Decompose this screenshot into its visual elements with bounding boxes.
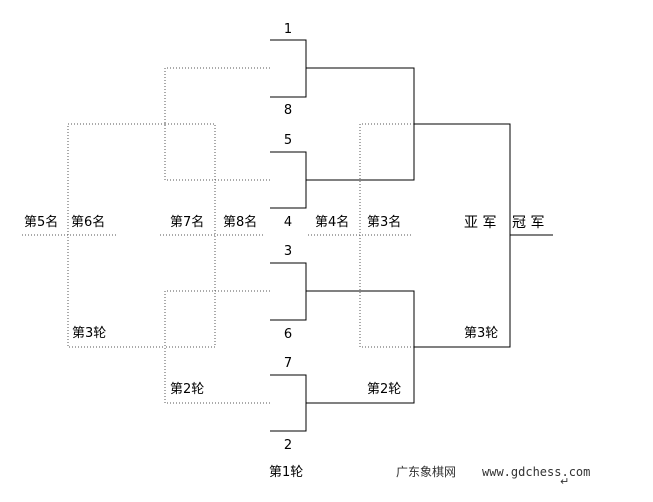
- label-6th-place: 第6名: [71, 215, 106, 230]
- winners-bracket-lines: [270, 39, 553, 432]
- seed-1: 1: [283, 22, 293, 37]
- final-line: [414, 123, 511, 348]
- consolation-bracket-lines: [22, 67, 414, 404]
- place-7-8-line: [165, 123, 216, 348]
- label-3rd-place: 第3名: [367, 215, 402, 230]
- seed-3: 3: [283, 244, 293, 259]
- label-round-1: 第1轮: [269, 465, 304, 480]
- label-round-3-right: 第3轮: [464, 326, 499, 341]
- watermark-site-name: 广东象棋网: [396, 465, 457, 479]
- seed-5: 5: [283, 133, 293, 148]
- watermark-url: www.gdchess.com: [482, 465, 591, 479]
- label-round-3-left: 第3轮: [72, 326, 107, 341]
- label-round-2-right: 第2轮: [367, 382, 402, 397]
- label-7th-place: 第7名: [170, 215, 205, 230]
- label-4th-place: 第4名: [315, 215, 350, 230]
- match-3-6-line: [270, 262, 307, 321]
- label-5th-place: 第5名: [24, 215, 59, 230]
- label-round-2-left: 第2轮: [170, 382, 205, 397]
- return-mark-icon: ↵: [560, 475, 570, 488]
- seed-7: 7: [283, 356, 293, 371]
- match-5-4-line: [270, 151, 307, 209]
- label-8th-place: 第8名: [223, 215, 258, 230]
- match-1-8-line: [270, 39, 307, 98]
- seed-4: 4: [283, 215, 293, 230]
- place-5-8-line: [67, 123, 165, 348]
- seed-8: 8: [283, 103, 293, 118]
- match-7-2-line: [270, 374, 307, 432]
- seed-6: 6: [283, 327, 293, 342]
- label-runner-up: 亚 军: [464, 215, 497, 231]
- seed-2: 2: [283, 438, 293, 453]
- label-champion: 冠 军: [512, 215, 545, 231]
